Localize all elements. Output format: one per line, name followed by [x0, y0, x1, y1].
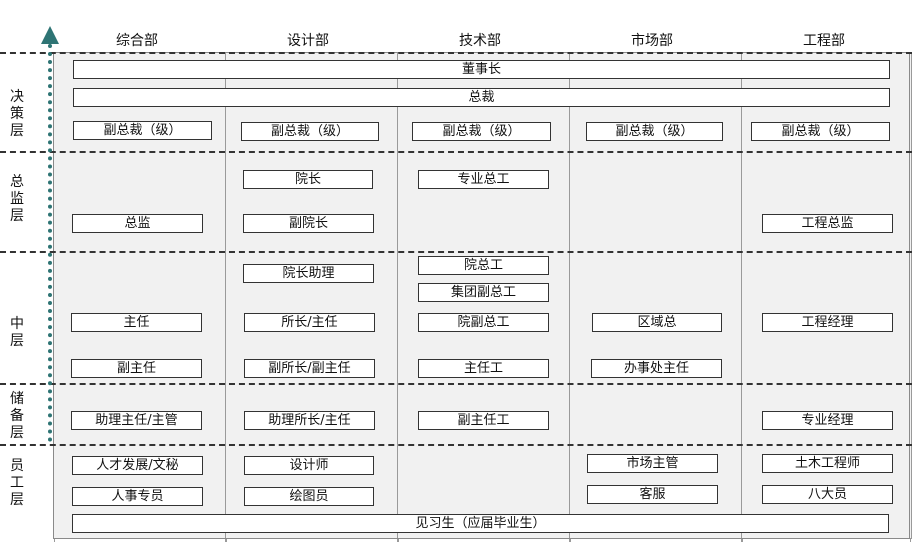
position-drafter: 绘图员 [244, 487, 374, 506]
position-vp-engineering: 副总裁（级） [751, 122, 890, 141]
position-hr-specialist: 人事专员 [72, 487, 203, 506]
position-specialist-manager: 专业经理 [762, 411, 893, 430]
position-chief-engineer-tech: 主任工 [418, 359, 549, 378]
layer-label-middle: 中 层 [10, 316, 24, 349]
position-vice-chief-engineer-tech: 副主任工 [418, 411, 549, 430]
position-customer-service: 客服 [587, 485, 718, 504]
position-engineering-director: 工程总监 [762, 214, 893, 233]
hierarchy-arrow-line [48, 44, 52, 442]
position-vp-general: 副总裁（级） [73, 121, 212, 140]
position-regional-head: 区域总 [592, 313, 722, 332]
position-manager-general: 主任 [71, 313, 202, 332]
layer-label-decision: 决 策 层 [10, 89, 24, 139]
position-section-head: 所长/主任 [244, 313, 375, 332]
position-chief-engineer: 专业总工 [418, 170, 549, 189]
position-dean-assistant: 院长助理 [243, 264, 374, 283]
position-director-general: 总监 [72, 214, 203, 233]
position-assistant-manager: 助理主任/主管 [71, 411, 202, 430]
layer-divider [0, 383, 912, 385]
position-engineering-manager: 工程经理 [762, 313, 893, 332]
position-president: 总裁 [73, 88, 890, 107]
position-vice-section-head: 副所长/副主任 [244, 359, 375, 378]
position-civil-engineer: 土木工程师 [762, 454, 893, 473]
position-assistant-section-head: 助理所长/主任 [244, 411, 375, 430]
layer-label-director: 总 监 层 [10, 174, 24, 224]
position-intern: 见习生（应届毕业生） [72, 514, 889, 533]
position-institute-chief-engineer: 院总工 [418, 256, 549, 275]
dept-header-design: 设计部 [287, 33, 329, 49]
position-office-director: 办事处主任 [591, 359, 722, 378]
layer-divider [0, 251, 912, 253]
layer-label-staff: 员 工 层 [10, 458, 24, 508]
position-dean: 院长 [243, 170, 373, 189]
position-marketing-supervisor: 市场主管 [587, 454, 718, 473]
position-institute-vice-chief: 院副总工 [418, 313, 549, 332]
layer-divider [0, 151, 912, 153]
position-talent-dev: 人才发展/文秘 [72, 456, 203, 475]
layer-label-reserve: 储 备 层 [10, 391, 24, 441]
position-vp-tech: 副总裁（级） [412, 122, 551, 141]
dept-header-market: 市场部 [631, 33, 673, 49]
position-designer: 设计师 [244, 456, 374, 475]
layer-divider [0, 52, 912, 54]
position-vp-design: 副总裁（级） [241, 122, 379, 141]
position-chairman: 董事长 [73, 60, 890, 79]
dept-header-general: 综合部 [116, 33, 158, 49]
layer-divider [0, 444, 912, 446]
dept-header-engineering: 工程部 [803, 33, 845, 49]
dept-header-tech: 技术部 [459, 33, 501, 49]
position-eight-staff: 八大员 [762, 485, 893, 504]
position-vp-market: 副总裁（级） [586, 122, 723, 141]
position-vice-manager-general: 副主任 [71, 359, 202, 378]
position-vice-dean: 副院长 [243, 214, 374, 233]
position-group-vice-chief-engineer: 集团副总工 [418, 283, 549, 302]
arrow-up-icon [41, 26, 59, 44]
